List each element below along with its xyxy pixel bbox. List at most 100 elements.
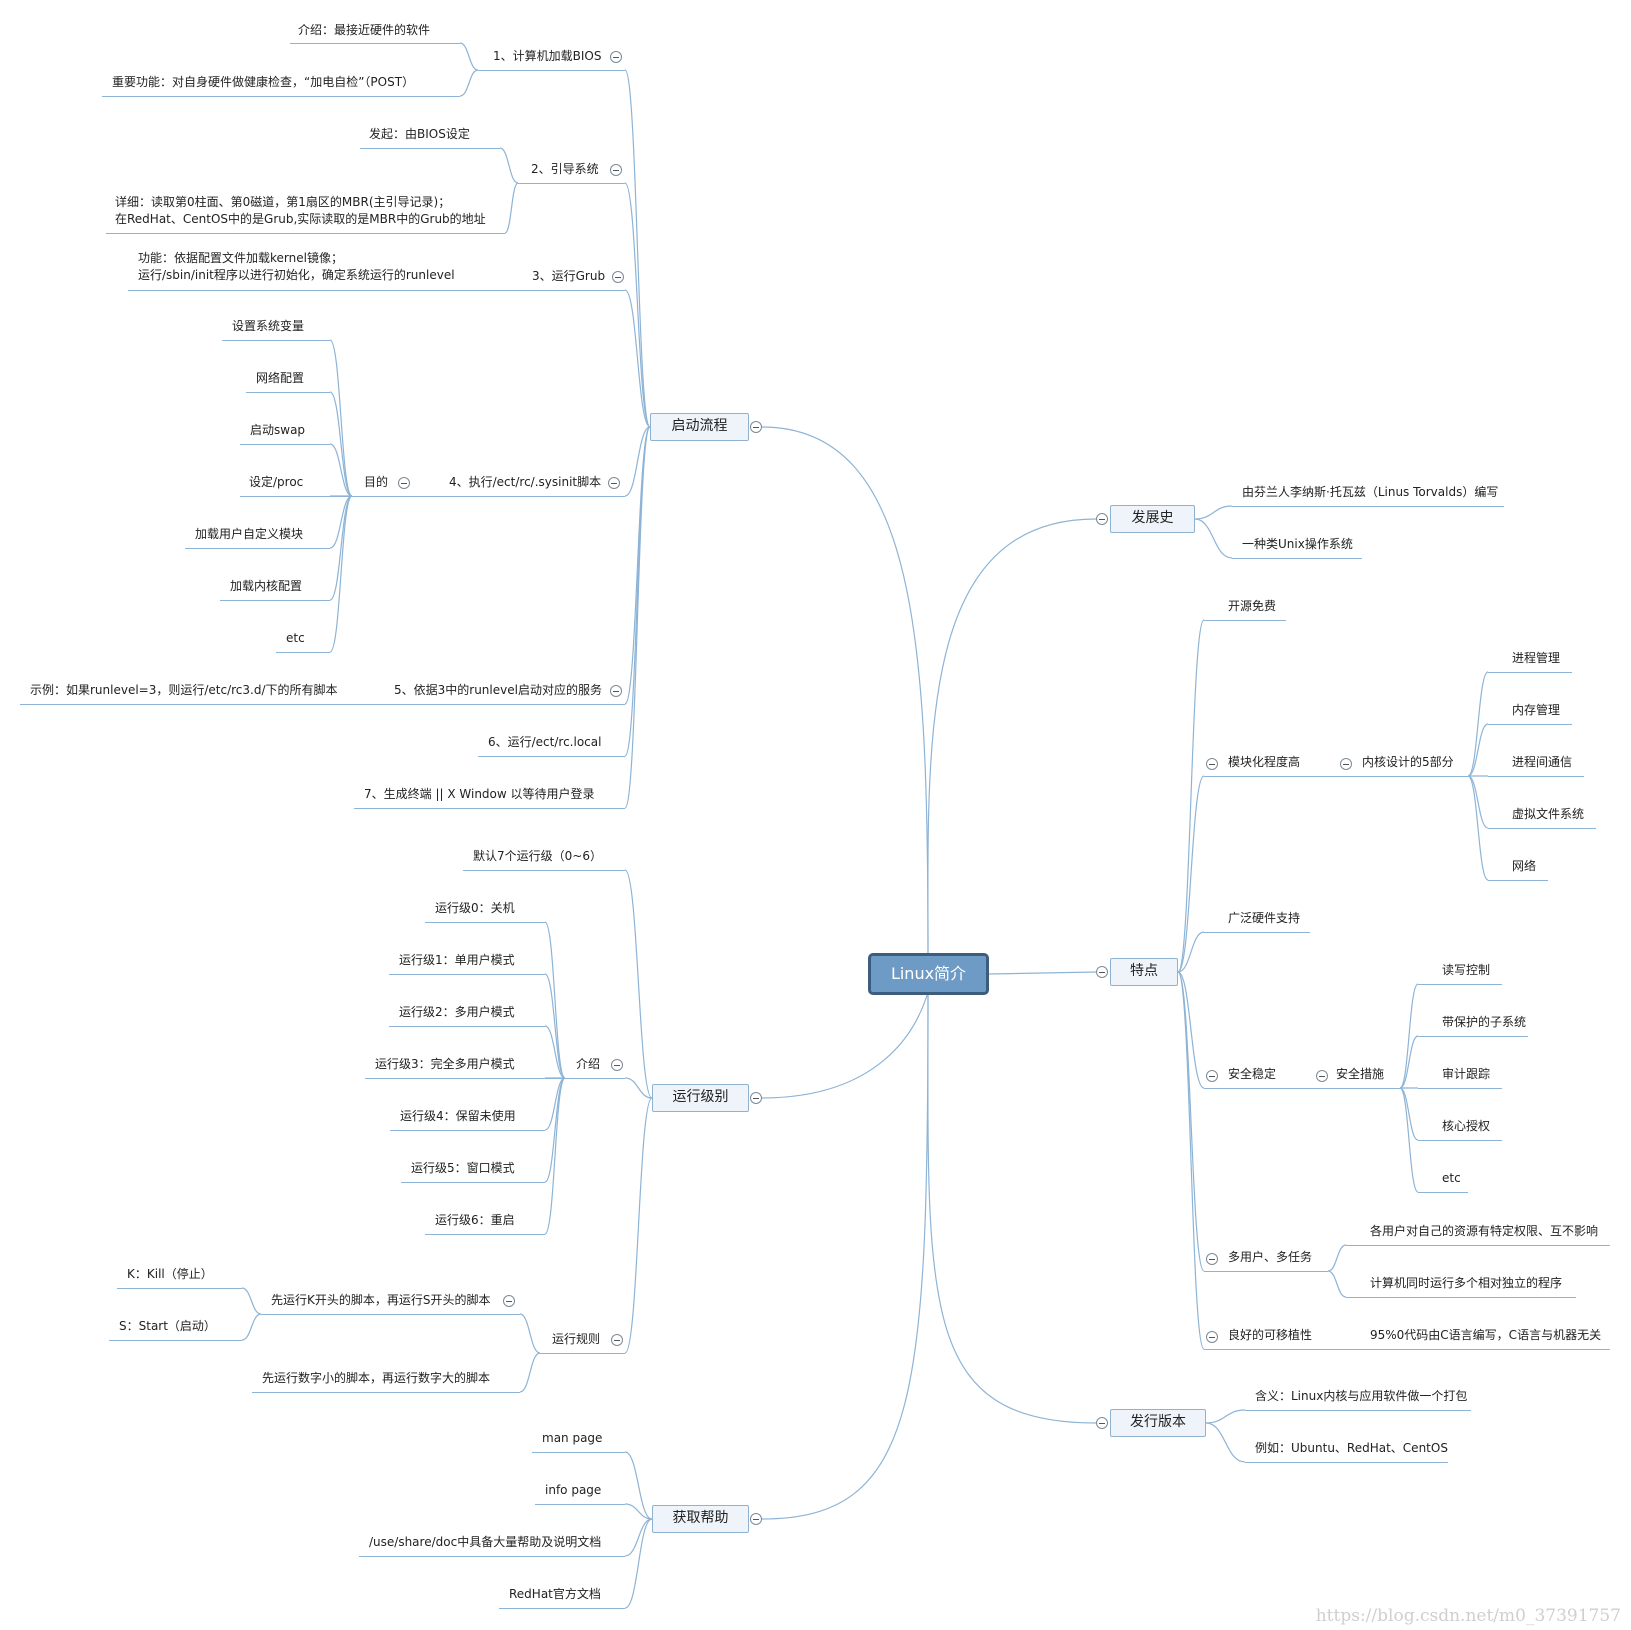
- kernel-five-parts[interactable]: 内核设计的5部分: [1362, 755, 1454, 769]
- collapse-toggle-icon[interactable]: [610, 164, 622, 176]
- grub-func[interactable]: 功能：依据配置文件加载kernel镜像； 运行/sbin/init程序以进行初始…: [138, 251, 455, 282]
- measure-item[interactable]: 核心授权: [1442, 1119, 1491, 1133]
- runlevel-rules[interactable]: 运行规则: [552, 1332, 601, 1346]
- purpose-item[interactable]: 网络配置: [256, 371, 305, 385]
- kernel-part[interactable]: 网络: [1512, 859, 1537, 873]
- measure-item[interactable]: 审计跟踪: [1442, 1067, 1491, 1081]
- runlevel-item[interactable]: 运行级5：窗口模式: [411, 1161, 515, 1175]
- multi-item[interactable]: 各用户对自己的资源有特定权限、互不影响: [1370, 1224, 1599, 1238]
- feature-secure[interactable]: 安全稳定: [1228, 1067, 1277, 1081]
- collapse-toggle-icon[interactable]: [750, 1092, 762, 1104]
- collapse-toggle-icon[interactable]: [1206, 758, 1218, 770]
- boot-terminal[interactable]: 7、生成终端 || X Window 以等待用户登录: [364, 787, 595, 801]
- bios-intro[interactable]: 介绍：最接近硬件的软件: [298, 23, 431, 37]
- collapse-toggle-icon[interactable]: [608, 477, 620, 489]
- collapse-toggle-icon[interactable]: [1206, 1070, 1218, 1082]
- runlevel-item[interactable]: 运行级6：重启: [435, 1213, 515, 1227]
- collapse-toggle-icon[interactable]: [750, 421, 762, 433]
- runlevel-item[interactable]: 运行级2：多用户模式: [399, 1005, 515, 1019]
- collapse-toggle-icon[interactable]: [750, 1513, 762, 1525]
- purpose[interactable]: 目的: [364, 475, 389, 489]
- help-item[interactable]: info page: [545, 1483, 602, 1497]
- help-item[interactable]: man page: [542, 1431, 603, 1445]
- measure-item[interactable]: 带保护的子系统: [1442, 1015, 1527, 1029]
- collapse-toggle-icon[interactable]: [1096, 966, 1108, 978]
- root-node[interactable]: Linux简介: [868, 953, 989, 995]
- feature-portable[interactable]: 良好的可移植性: [1228, 1328, 1313, 1342]
- connector-line: [1177, 971, 1205, 1089]
- collapse-toggle-icon[interactable]: [1206, 1253, 1218, 1265]
- security-measures[interactable]: 安全措施: [1336, 1067, 1385, 1081]
- purpose-item[interactable]: 加载用户自定义模块: [195, 527, 304, 541]
- purpose-item[interactable]: 设置系统变量: [232, 319, 305, 333]
- help-item[interactable]: /use/share/doc中具备大量帮助及说明文档: [369, 1535, 602, 1549]
- branch-features[interactable]: 特点: [1110, 958, 1178, 986]
- underline: [252, 1392, 520, 1393]
- portable-item[interactable]: 95%0代码由C语言编写，C语言与机器无关: [1370, 1328, 1602, 1342]
- collapse-toggle-icon[interactable]: [1340, 758, 1352, 770]
- purpose-item[interactable]: 设定/proc: [249, 475, 304, 489]
- branch-boot[interactable]: 启动流程: [650, 413, 749, 441]
- boot-bios[interactable]: 1、计算机加载BIOS: [493, 49, 602, 63]
- feature-opensource[interactable]: 开源免费: [1228, 599, 1277, 613]
- rule-k-kill[interactable]: K：Kill（停止）: [127, 1267, 213, 1281]
- rule-small-first[interactable]: 先运行数字小的脚本，再运行数字大的脚本: [262, 1371, 491, 1385]
- boot-guide[interactable]: 2、引导系统: [531, 162, 599, 176]
- underline: [261, 1314, 520, 1315]
- collapse-toggle-icon[interactable]: [1316, 1070, 1328, 1082]
- services-example[interactable]: 示例：如果runlevel=3，则运行/etc/rc3.d/下的所有脚本: [30, 683, 338, 697]
- runlevel-item[interactable]: 运行级4：保留未使用: [400, 1109, 516, 1123]
- collapse-toggle-icon[interactable]: [398, 477, 410, 489]
- multi-item[interactable]: 计算机同时运行多个相对独立的程序: [1370, 1276, 1563, 1290]
- bios-post[interactable]: 重要功能：对自身硬件做健康检查，“加电自检”（POST）: [112, 75, 415, 89]
- kernel-part[interactable]: 内存管理: [1512, 703, 1561, 717]
- branch-distro[interactable]: 发行版本: [1110, 1409, 1206, 1437]
- underline: [463, 870, 625, 871]
- collapse-toggle-icon[interactable]: [1096, 513, 1108, 525]
- runlevel-item[interactable]: 运行级3：完全多用户模式: [375, 1057, 515, 1071]
- kernel-part[interactable]: 进程间通信: [1512, 755, 1573, 769]
- collapse-toggle-icon[interactable]: [611, 1334, 623, 1346]
- rule-s-start[interactable]: S：Start（启动）: [119, 1319, 216, 1333]
- guide-start[interactable]: 发起：由BIOS设定: [369, 127, 470, 141]
- connector-line: [329, 339, 353, 497]
- collapse-toggle-icon[interactable]: [1096, 1417, 1108, 1429]
- branch-help[interactable]: 获取帮助: [652, 1505, 749, 1533]
- distro-example[interactable]: 例如：Ubuntu、RedHat、CentOS: [1255, 1441, 1448, 1455]
- boot-rclocal[interactable]: 6、运行/ect/rc.local: [488, 735, 602, 749]
- rule-k-then-s[interactable]: 先运行K开头的脚本，再运行S开头的脚本: [271, 1293, 491, 1307]
- feature-modular[interactable]: 模块化程度高: [1228, 755, 1301, 769]
- boot-services[interactable]: 5、依据3中的runlevel启动对应的服务: [394, 683, 602, 697]
- measure-item[interactable]: 读写控制: [1442, 963, 1491, 977]
- runlevel-item[interactable]: 运行级0：关机: [435, 901, 515, 915]
- branch-runlevel[interactable]: 运行级别: [652, 1084, 749, 1112]
- purpose-item[interactable]: 启动swap: [250, 423, 306, 437]
- kernel-part[interactable]: 进程管理: [1512, 651, 1561, 665]
- measure-item[interactable]: etc: [1442, 1171, 1461, 1185]
- feature-hardware[interactable]: 广泛硬件支持: [1228, 911, 1301, 925]
- guide-detail[interactable]: 详细：读取第0柱面、第0磁道，第1扇区的MBR(主引导记录)； 在RedHat、…: [115, 195, 486, 226]
- branch-history[interactable]: 发展史: [1110, 505, 1195, 533]
- help-item[interactable]: RedHat官方文档: [509, 1587, 601, 1601]
- runlevel-default[interactable]: 默认7个运行级（0~6）: [473, 849, 602, 863]
- feature-multi[interactable]: 多用户、多任务: [1228, 1250, 1313, 1264]
- collapse-toggle-icon[interactable]: [610, 51, 622, 63]
- boot-sysinit[interactable]: 4、执行/ect/rc/.sysinit脚本: [449, 475, 602, 489]
- runlevel-intro[interactable]: 介绍: [576, 1057, 601, 1071]
- collapse-toggle-icon[interactable]: [503, 1295, 515, 1307]
- purpose-item[interactable]: etc: [286, 631, 305, 645]
- distro-meaning[interactable]: 含义：Linux内核与应用软件做一个打包: [1255, 1389, 1468, 1403]
- runlevel-item[interactable]: 运行级1：单用户模式: [399, 953, 515, 967]
- purpose-item[interactable]: 加载内核配置: [230, 579, 303, 593]
- collapse-toggle-icon[interactable]: [610, 685, 622, 697]
- connector-line: [544, 1025, 566, 1079]
- boot-grub[interactable]: 3、运行Grub: [532, 269, 606, 283]
- history-item[interactable]: 由芬兰人李纳斯·托瓦兹（Linus Torvalds）编写: [1242, 485, 1499, 499]
- kernel-part[interactable]: 虚拟文件系统: [1512, 807, 1585, 821]
- underline: [565, 1078, 625, 1079]
- connector-line: [1327, 1244, 1347, 1272]
- collapse-toggle-icon[interactable]: [611, 1059, 623, 1071]
- history-item[interactable]: 一种类Unix操作系统: [1242, 537, 1353, 551]
- collapse-toggle-icon[interactable]: [1206, 1331, 1218, 1343]
- collapse-toggle-icon[interactable]: [612, 271, 624, 283]
